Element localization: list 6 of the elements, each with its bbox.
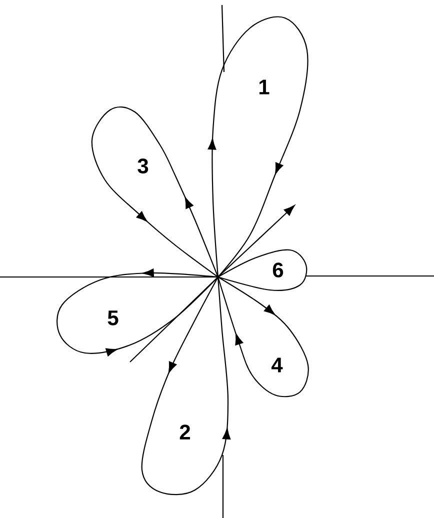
loop-number: 4 [271, 358, 283, 372]
loop-number: 5 [108, 310, 118, 326]
loop-number: 6 [272, 262, 284, 278]
loop-number: 1 [259, 80, 270, 94]
loop-number: 3 [138, 158, 148, 174]
loop-number: 2 [180, 424, 190, 440]
